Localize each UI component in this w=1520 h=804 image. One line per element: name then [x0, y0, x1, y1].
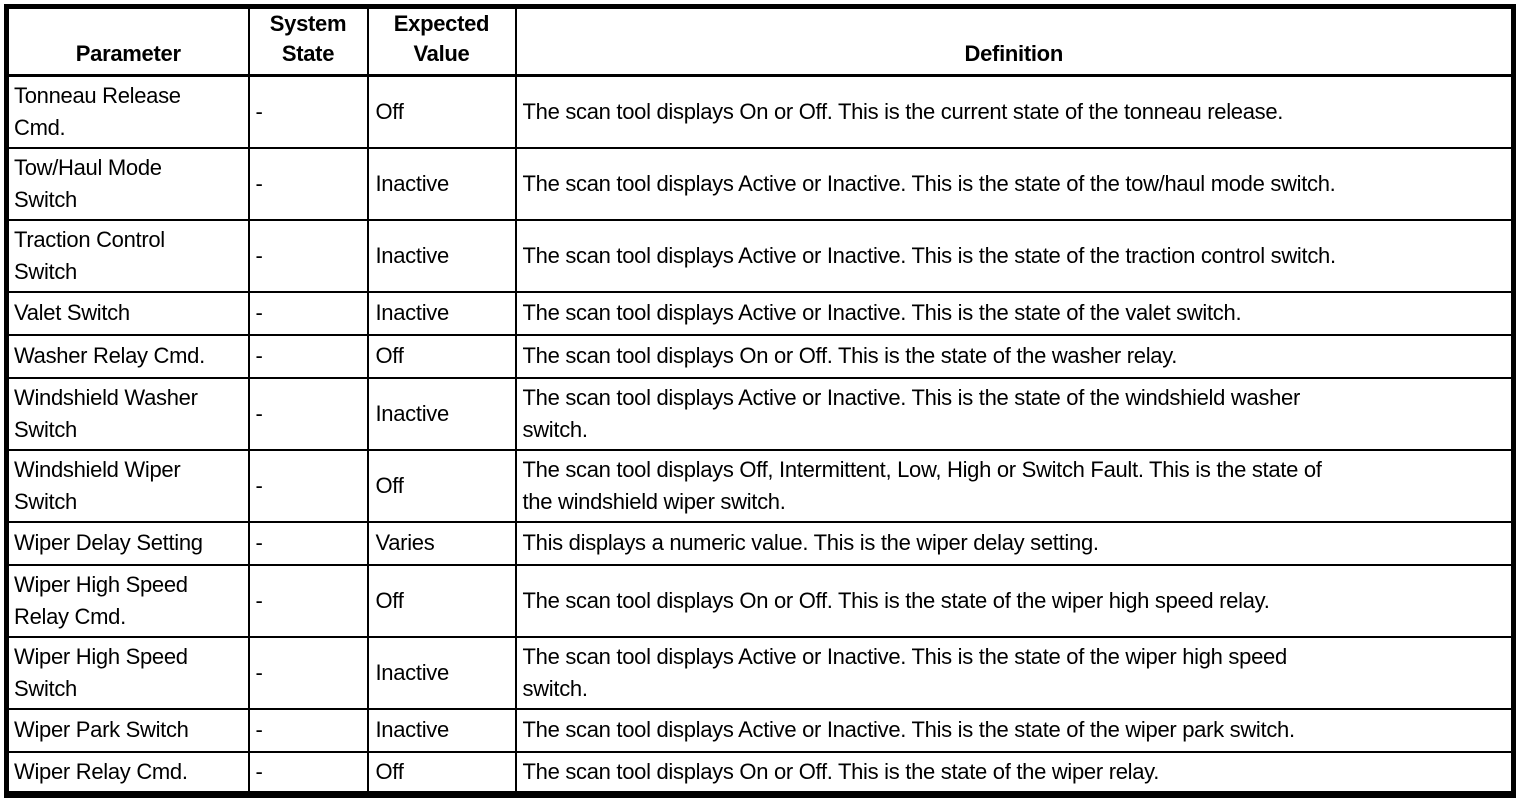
table-row: Tow/Haul Mode Switch - Inactive The scan…: [5, 146, 1515, 221]
expected-value-cell: Inactive: [366, 290, 517, 336]
table-row: Valet Switch - Inactive The scan tool di…: [5, 290, 1515, 336]
parameter-cell: Windshield Washer Switch: [5, 376, 250, 451]
system-state-cell: -: [247, 563, 369, 638]
table-header: Parameter System State Expected Value De…: [5, 5, 1515, 77]
table-row: Tonneau Release Cmd. - Off The scan tool…: [5, 74, 1515, 149]
expected-value-cell: Off: [366, 333, 517, 379]
col-header-expected-value: Expected Value: [366, 5, 517, 77]
table-row: Traction Control Switch - Inactive The s…: [5, 218, 1515, 293]
parameter-cell: Tonneau Release Cmd.: [5, 74, 250, 149]
parameter-cell: Washer Relay Cmd.: [5, 333, 250, 379]
expected-value-cell: Off: [366, 750, 517, 796]
definition-cell: The scan tool displays On or Off. This i…: [514, 333, 1515, 379]
expected-value-cell: Inactive: [366, 218, 517, 293]
parameter-cell: Wiper Relay Cmd.: [5, 750, 250, 796]
definition-cell: The scan tool displays Active or Inactiv…: [514, 146, 1515, 221]
system-state-cell: -: [247, 520, 369, 566]
parameter-cell: Wiper Delay Setting: [5, 520, 250, 566]
table-row: Windshield Washer Switch - Inactive The …: [5, 376, 1515, 451]
table-header-row: Parameter System State Expected Value De…: [5, 5, 1515, 77]
system-state-cell: -: [247, 448, 369, 523]
expected-value-cell: Inactive: [366, 635, 517, 710]
table-row: Wiper Delay Setting - Varies This displa…: [5, 520, 1515, 566]
expected-value-cell: Off: [366, 74, 517, 149]
system-state-cell: -: [247, 707, 369, 753]
expected-value-cell: Off: [366, 563, 517, 638]
table-row: Wiper Relay Cmd. - Off The scan tool dis…: [5, 750, 1515, 796]
col-header-definition: Definition: [514, 5, 1515, 77]
definition-cell: The scan tool displays Off, Intermittent…: [514, 448, 1515, 523]
definition-cell: The scan tool displays On or Off. This i…: [514, 74, 1515, 149]
parameter-cell: Wiper High Speed Relay Cmd.: [5, 563, 250, 638]
system-state-cell: -: [247, 74, 369, 149]
system-state-cell: -: [247, 290, 369, 336]
expected-value-cell: Inactive: [366, 146, 517, 221]
table-row: Wiper High Speed Switch - Inactive The s…: [5, 635, 1515, 710]
system-state-cell: -: [247, 750, 369, 796]
system-state-cell: -: [247, 146, 369, 221]
expected-value-cell: Inactive: [366, 376, 517, 451]
definition-cell: The scan tool displays On or Off. This i…: [514, 563, 1515, 638]
system-state-cell: -: [247, 635, 369, 710]
system-state-cell: -: [247, 333, 369, 379]
definition-cell: The scan tool displays Active or Inactiv…: [514, 290, 1515, 336]
definition-cell: The scan tool displays Active or Inactiv…: [514, 218, 1515, 293]
expected-value-cell: Inactive: [366, 707, 517, 753]
col-header-parameter: Parameter: [5, 5, 250, 77]
parameter-cell: Tow/Haul Mode Switch: [5, 146, 250, 221]
parameter-cell: Windshield Wiper Switch: [5, 448, 250, 523]
definition-cell: The scan tool displays Active or Inactiv…: [514, 707, 1515, 753]
parameter-cell: Wiper Park Switch: [5, 707, 250, 753]
table-row: Windshield Wiper Switch - Off The scan t…: [5, 448, 1515, 523]
col-header-system-state: System State: [247, 5, 369, 77]
system-state-cell: -: [247, 218, 369, 293]
scan-tool-data-table: Parameter System State Expected Value De…: [4, 4, 1516, 798]
parameter-cell: Wiper High Speed Switch: [5, 635, 250, 710]
parameter-cell: Valet Switch: [5, 290, 250, 336]
table-body: Tonneau Release Cmd. - Off The scan tool…: [5, 74, 1515, 796]
expected-value-cell: Varies: [366, 520, 517, 566]
expected-value-cell: Off: [366, 448, 517, 523]
table-row: Wiper Park Switch - Inactive The scan to…: [5, 707, 1515, 753]
definition-cell: The scan tool displays Active or Inactiv…: [514, 635, 1515, 710]
table-row: Washer Relay Cmd. - Off The scan tool di…: [5, 333, 1515, 379]
definition-cell: The scan tool displays Active or Inactiv…: [514, 376, 1515, 451]
definition-cell: This displays a numeric value. This is t…: [514, 520, 1515, 566]
table-row: Wiper High Speed Relay Cmd. - Off The sc…: [5, 563, 1515, 638]
system-state-cell: -: [247, 376, 369, 451]
definition-cell: The scan tool displays On or Off. This i…: [514, 750, 1515, 796]
parameter-cell: Traction Control Switch: [5, 218, 250, 293]
